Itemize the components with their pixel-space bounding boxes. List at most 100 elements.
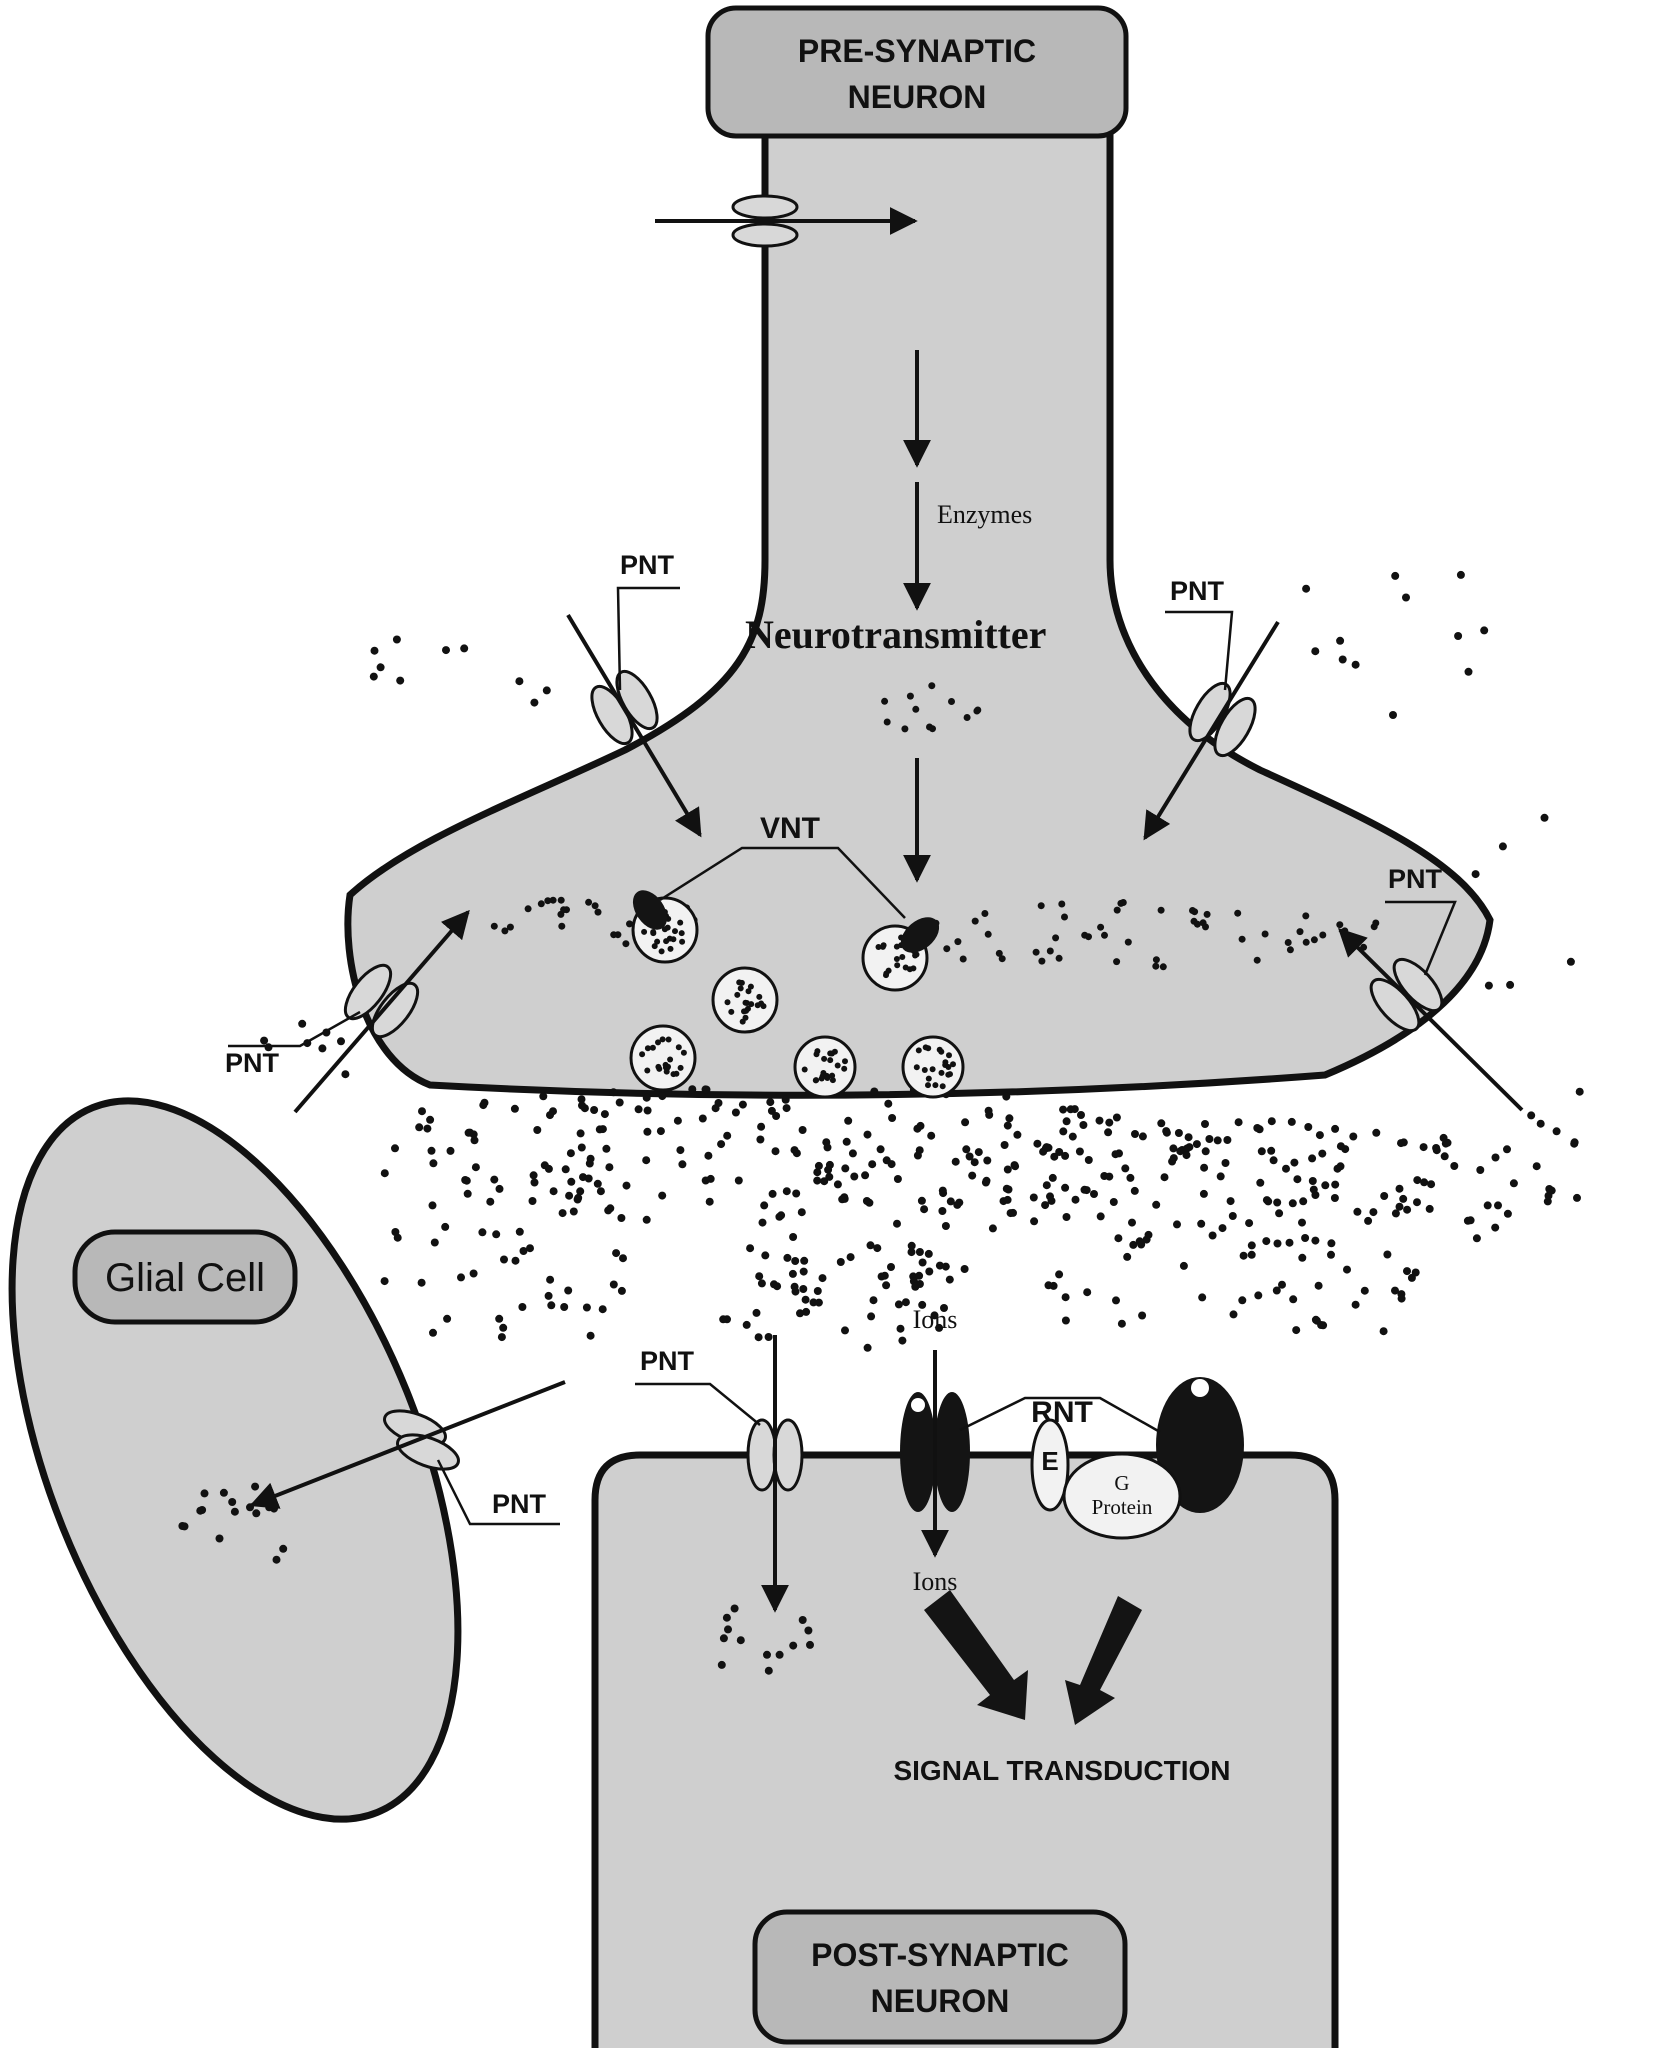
neurotransmitter-dot	[741, 1008, 747, 1014]
neurotransmitter-dot	[1239, 936, 1246, 943]
neurotransmitter-dot	[850, 1173, 858, 1181]
neurotransmitter-dot	[643, 1216, 651, 1224]
neurotransmitter-dot	[1412, 1269, 1420, 1277]
neurotransmitter-dot	[758, 1001, 764, 1007]
neurotransmitter-dot	[1298, 1254, 1306, 1262]
neurotransmitter-dot	[1063, 1213, 1071, 1221]
neurotransmitter-dot	[1457, 571, 1465, 579]
neurotransmitter-dot	[461, 1176, 469, 1184]
neurotransmitter-dot	[1267, 1147, 1275, 1155]
neurotransmitter-dot	[916, 1146, 924, 1154]
neurotransmitter-dot	[1097, 1212, 1105, 1220]
neurotransmitter-dot	[429, 1201, 437, 1209]
neurotransmitter-dot	[782, 1096, 790, 1104]
neurotransmitter-dot	[470, 1270, 478, 1278]
neurotransmitter-dot	[1274, 1240, 1282, 1248]
neurotransmitter-dot	[538, 900, 545, 907]
neurotransmitter-dot	[820, 1177, 828, 1185]
neurotransmitter-dot	[654, 939, 660, 945]
neurotransmitter-dot	[643, 1094, 651, 1102]
neurotransmitter-dot	[396, 677, 404, 685]
neurotransmitter-dot	[769, 1190, 777, 1198]
neurotransmitter-dot	[666, 1037, 672, 1043]
neurotransmitter-dot	[1450, 1162, 1458, 1170]
neurotransmitter-dot	[718, 1661, 726, 1669]
neurotransmitter-dot	[587, 1332, 595, 1340]
neurotransmitter-dot	[1061, 1184, 1069, 1192]
neurotransmitter-dot	[442, 646, 450, 654]
neurotransmitter-dot	[792, 1288, 800, 1296]
neurotransmitter-dot	[677, 920, 683, 926]
neurotransmitter-dot	[260, 1037, 268, 1045]
vnt-label: VNT	[760, 812, 820, 845]
neurotransmitter-dot	[789, 1233, 797, 1241]
neurotransmitter-dot	[739, 1101, 747, 1109]
neurotransmitter-dot	[968, 1172, 976, 1180]
neurotransmitter-dot	[1258, 1147, 1266, 1155]
neurotransmitter-dot	[501, 927, 508, 934]
neurotransmitter-dot	[423, 1125, 431, 1133]
neurotransmitter-dot	[1217, 1172, 1225, 1180]
neurotransmitter-dot	[1131, 1130, 1139, 1138]
neurotransmitter-dot	[644, 1107, 652, 1115]
neurotransmitter-dot	[1180, 1262, 1188, 1270]
neurotransmitter-dot	[1104, 1128, 1112, 1136]
neurotransmitter-dot	[371, 647, 379, 655]
post-synaptic-label-line-2: NEURON	[871, 1983, 1010, 2019]
neurotransmitter-dot	[676, 1044, 682, 1050]
neurotransmitter-dot	[1491, 1224, 1499, 1232]
vesicle	[795, 1037, 855, 1097]
neurotransmitter-dot	[231, 1508, 239, 1516]
neurotransmitter-dot	[702, 1085, 710, 1093]
neurotransmitter-dot	[639, 1051, 645, 1057]
neurotransmitter-dot	[884, 719, 891, 726]
neurotransmitter-dot	[1402, 594, 1410, 602]
neurotransmitter-dot	[834, 1180, 842, 1188]
neurotransmitter-dot	[370, 673, 378, 681]
neurotransmitter-dot	[732, 1109, 740, 1117]
neurotransmitter-dot	[1273, 1199, 1281, 1207]
neurotransmitter-dot	[643, 1128, 651, 1136]
neurotransmitter-dot	[1200, 1190, 1208, 1198]
neurotransmitter-dot	[1193, 1140, 1201, 1148]
neurotransmitter-dot	[735, 1177, 743, 1185]
neurotransmitter-dot	[641, 929, 647, 935]
neurotransmitter-dot	[947, 1197, 955, 1205]
neurotransmitter-dot	[901, 725, 908, 732]
neurotransmitter-dot	[1576, 1088, 1584, 1096]
neurotransmitter-dot	[570, 1208, 578, 1216]
neurotransmitter-dot	[938, 1207, 946, 1215]
neurotransmitter-dot	[431, 1239, 439, 1247]
neurotransmitter-dot	[966, 1153, 974, 1161]
neurotransmitter-dot	[1090, 1190, 1098, 1198]
ions-label-top: Ions	[913, 1305, 958, 1334]
neurotransmitter-dot	[974, 707, 981, 714]
neurotransmitter-dot	[642, 1156, 650, 1164]
neurotransmitter-dot	[492, 1230, 500, 1238]
neurotransmitter-dot	[1152, 963, 1159, 970]
neurotransmitter-dot	[815, 1162, 823, 1170]
neurotransmitter-dot	[1061, 914, 1068, 921]
neurotransmitter-dot	[942, 1263, 950, 1271]
neurotransmitter-dot	[1510, 1179, 1518, 1187]
neurotransmitter-dot	[1273, 1287, 1281, 1295]
neurotransmitter-dot	[804, 1627, 812, 1635]
neurotransmitter-dot	[1235, 1118, 1243, 1126]
neurotransmitter-dot	[1571, 1138, 1579, 1146]
neurotransmitter-dot	[1262, 1237, 1270, 1245]
neurotransmitter-dot	[1319, 932, 1326, 939]
neurotransmitter-dot	[1046, 1192, 1054, 1200]
neurotransmitter-dot	[918, 1197, 926, 1205]
neurotransmitter-dot	[1097, 924, 1104, 931]
neurotransmitter-dot	[1169, 1144, 1177, 1152]
neurotransmitter-dot	[657, 1127, 665, 1135]
neurotransmitter-dot	[1391, 1287, 1399, 1295]
neurotransmitter-dot	[756, 994, 762, 1000]
neurotransmitter-dot	[181, 1522, 189, 1530]
neurotransmitter-dot	[1299, 1197, 1307, 1205]
neurotransmitter-dot	[595, 909, 602, 916]
neurotransmitter-dot	[738, 985, 744, 991]
neurotransmitter-dot	[902, 1298, 910, 1306]
neurotransmitter-dot	[562, 1165, 570, 1173]
pre-synaptic-label-box	[708, 8, 1126, 136]
